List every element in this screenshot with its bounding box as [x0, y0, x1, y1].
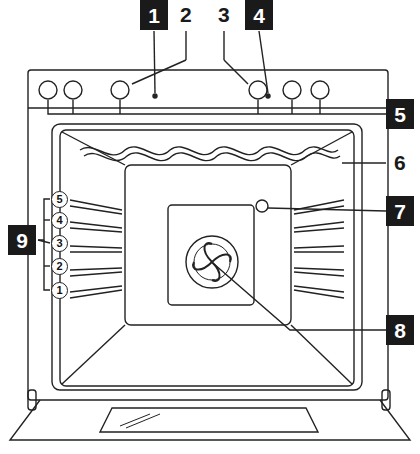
leader-line	[224, 60, 248, 84]
shelf-number: 1	[56, 285, 62, 296]
callout-box: 4	[245, 0, 273, 30]
fan-blades	[193, 243, 231, 281]
shelf-number: 3	[56, 238, 62, 249]
knob	[39, 81, 57, 99]
callout-number: 4	[253, 5, 265, 26]
leader-line	[119, 100, 120, 114]
oven-cavity	[52, 124, 362, 390]
leader-line	[154, 31, 155, 93]
panel-line	[28, 107, 388, 108]
shelf-rails	[70, 200, 344, 298]
bracket	[38, 240, 50, 243]
fan-panel	[168, 205, 254, 305]
back-wall	[125, 165, 291, 325]
door-window	[100, 408, 318, 432]
leader-line	[342, 162, 386, 163]
shelf-level-circle: 5	[51, 191, 68, 208]
perspective-line	[62, 325, 125, 384]
bracket	[44, 219, 50, 220]
leader-line	[291, 100, 292, 114]
fan	[194, 244, 230, 280]
knob	[64, 81, 82, 99]
shelf-number: 5	[56, 194, 62, 205]
oven-door	[10, 400, 410, 440]
leader-line	[257, 100, 258, 114]
leader-line	[214, 264, 386, 330]
indicator-light	[153, 94, 157, 98]
glass-reflection	[126, 414, 160, 428]
callout-box: 8	[386, 315, 414, 345]
callout-number: 6	[390, 149, 410, 177]
callout-number: 8	[394, 320, 406, 341]
hinge	[382, 390, 390, 410]
knob	[249, 81, 267, 99]
hinge	[28, 390, 36, 410]
shelf-number: 4	[56, 215, 62, 226]
knob	[111, 81, 129, 99]
shelf-level-circle: 1	[51, 282, 68, 299]
callout-number: 7	[394, 201, 406, 222]
knob	[311, 81, 329, 99]
callout-box: 5	[386, 99, 414, 129]
shelf-level-circle: 3	[51, 235, 68, 252]
oven-body	[28, 70, 388, 400]
fan-cover	[186, 236, 238, 288]
perspective-line	[291, 325, 352, 384]
bracket	[44, 265, 50, 266]
leader-line	[319, 100, 320, 114]
shelf-number: 2	[56, 261, 62, 272]
leader-line	[223, 31, 224, 60]
callout-number: 9	[16, 230, 28, 251]
leader-line	[48, 100, 386, 114]
indicator-light	[266, 94, 270, 98]
callout-box: 9	[8, 225, 36, 255]
oven-lamp	[256, 200, 268, 212]
callout-number: 1	[148, 5, 160, 26]
callout-box: 1	[140, 0, 168, 30]
shelf-level-circle: 2	[51, 258, 68, 275]
callout-number: 3	[214, 1, 234, 29]
grill-element	[80, 147, 338, 155]
leader-line	[72, 100, 73, 114]
oven-cavity-inner	[60, 130, 354, 386]
leader-line	[268, 208, 386, 211]
leader-line	[132, 60, 186, 84]
leader-line	[259, 31, 268, 93]
grill-element	[84, 153, 340, 161]
callout-box: 7	[386, 196, 414, 226]
bracket	[44, 240, 50, 290]
leader-line	[185, 31, 186, 60]
shelf-level-circle: 4	[51, 212, 68, 229]
callout-number: 5	[394, 104, 406, 125]
bracket	[38, 199, 50, 240]
callout-number: 2	[176, 1, 196, 29]
knob	[283, 81, 301, 99]
